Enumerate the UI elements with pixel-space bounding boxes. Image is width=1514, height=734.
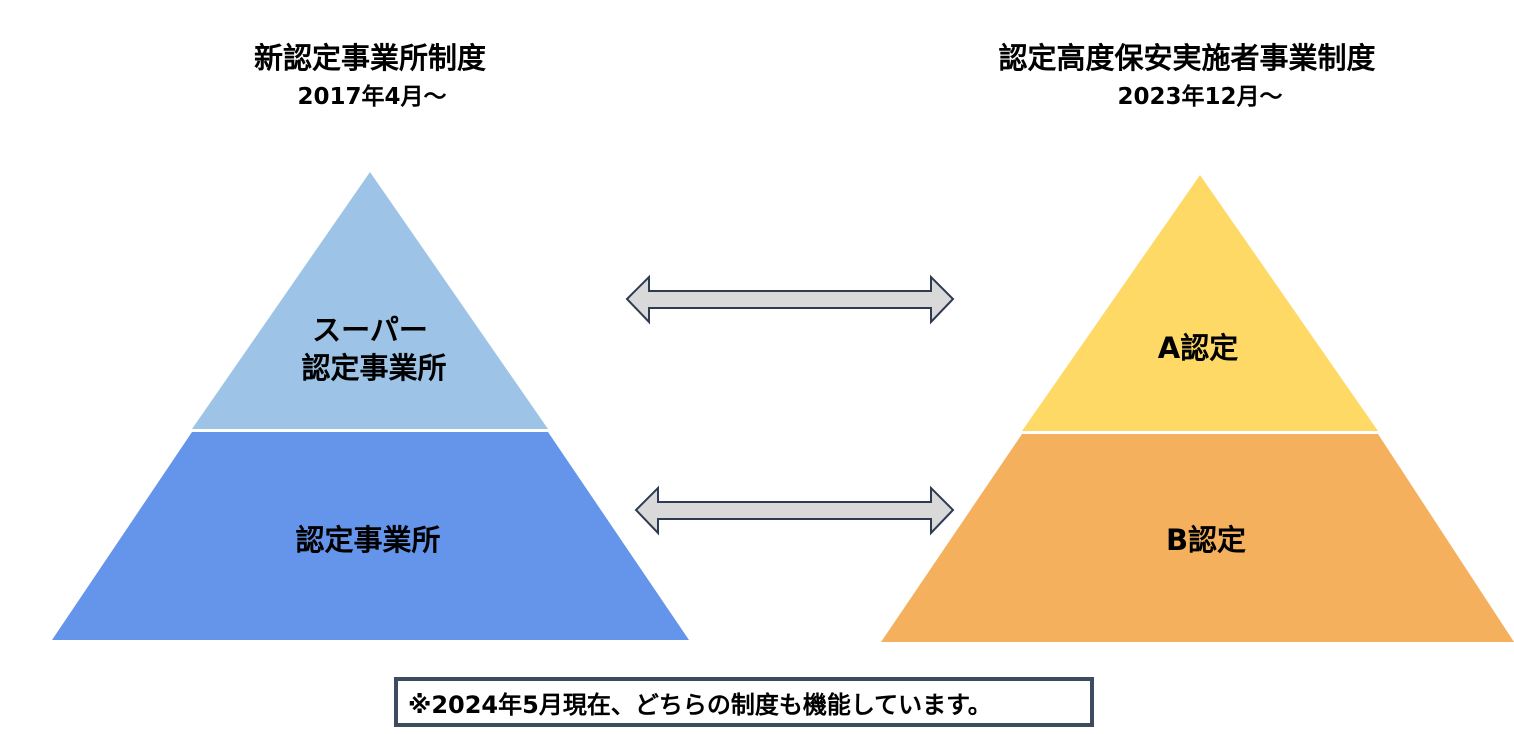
left-pyramid: スーパー 認定事業所 認定事業所 xyxy=(52,172,689,640)
right-pyramid: A認定 B認定 xyxy=(881,175,1514,642)
right-pyramid-top-tier xyxy=(1022,175,1378,431)
left-system-date: 2017年4月～ xyxy=(297,83,446,110)
double-arrow-icon xyxy=(625,274,955,536)
super-certified-label-line2: 認定事業所 xyxy=(301,351,446,385)
status-note-box: ※2024年5月現在、どちらの制度も機能しています。 xyxy=(394,677,1094,727)
b-certification-label: B認定 xyxy=(1166,523,1246,557)
a-certification-label: A認定 xyxy=(1158,331,1238,365)
left-system-title: 新認定事業所制度 xyxy=(254,41,486,75)
left-pyramid-top-tier xyxy=(192,172,548,429)
top-double-arrow xyxy=(625,274,955,325)
right-pyramid-bottom-tier xyxy=(881,434,1514,642)
left-pyramid-bottom-tier xyxy=(52,432,689,640)
status-note-text: ※2024年5月現在、どちらの制度も機能しています。 xyxy=(408,690,992,719)
super-certified-label-line1: スーパー xyxy=(312,313,428,347)
right-system-title: 認定高度保安実施者事業制度 xyxy=(998,41,1375,75)
bottom-double-arrow xyxy=(634,485,955,536)
right-system-date: 2023年12月～ xyxy=(1117,83,1282,110)
certified-office-label: 認定事業所 xyxy=(295,523,440,557)
